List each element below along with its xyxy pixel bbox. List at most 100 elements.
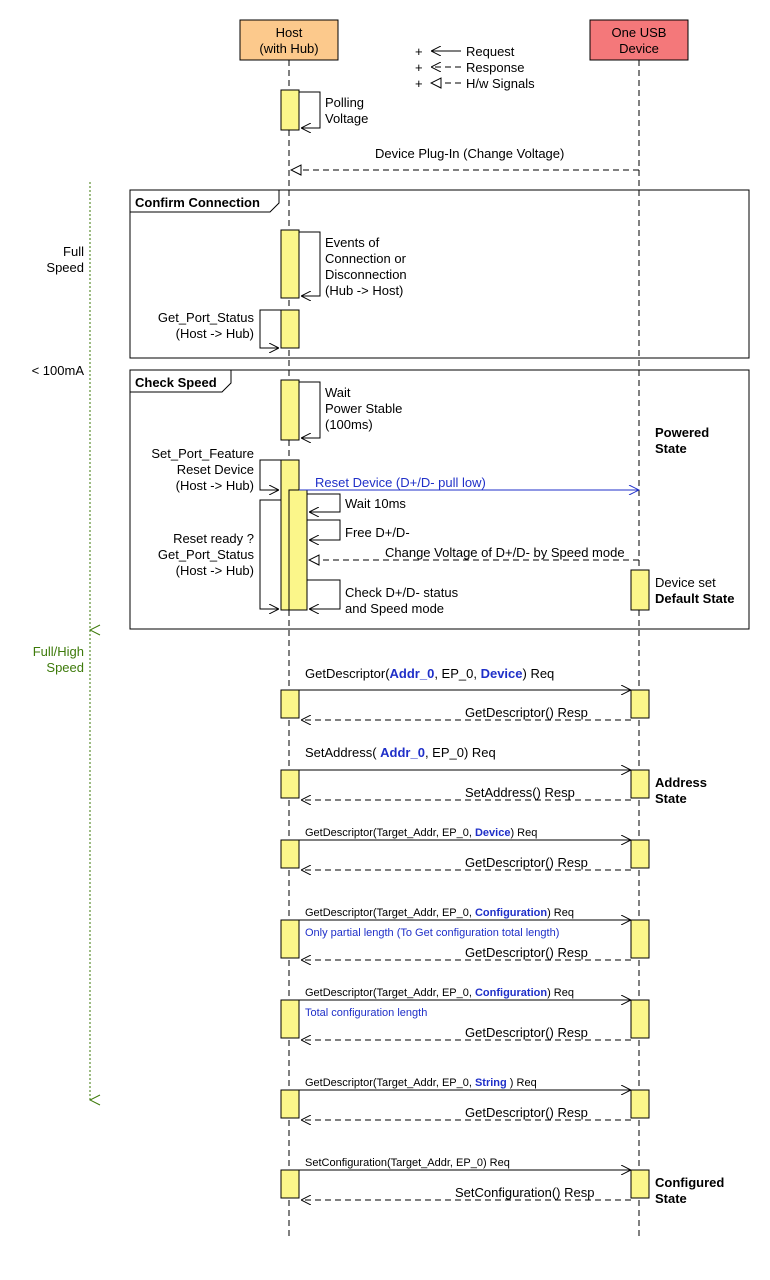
r5-label: GetDescriptor() Resp (465, 1025, 588, 1040)
activation-wait (280, 379, 300, 441)
host-box (239, 19, 339, 61)
m1-c: , EP_0, (434, 666, 480, 681)
legend-plus-2: + (415, 60, 423, 75)
m3-a: GetDescriptor(Target_Addr, EP_0, (305, 827, 475, 839)
svg-text:GetDescriptor(Addr_0, EP_0, D: GetDescriptor(Addr_0, EP_0, Device) Req (305, 666, 554, 681)
device-label-line1: One USB (612, 25, 667, 40)
powered-state-2: State (655, 441, 687, 456)
legend-response: Response (466, 60, 525, 75)
configured-state-2: State (655, 1191, 687, 1206)
spf-label-3: (Host -> Hub) (176, 478, 254, 493)
msg-getdescriptor-config-total: GetDescriptor(Target_Addr, EP_0, Configu… (280, 987, 650, 1040)
legend-plus-3: + (415, 76, 423, 91)
rr-label-1: Reset ready ? (173, 531, 254, 546)
events-label-3: Disconnection (325, 267, 407, 282)
fullhigh-label: Full/High (33, 644, 84, 659)
m1-host-activation (280, 689, 300, 719)
self-arrow-check (307, 579, 341, 609)
check-label-2: and Speed mode (345, 601, 444, 616)
m4-a: GetDescriptor(Target_Addr, EP_0, (305, 907, 475, 919)
reset-device-label: Reset Device (D+/D- pull low) (315, 475, 486, 490)
r3-label: GetDescriptor() Resp (465, 855, 588, 870)
m5-c: ) Req (547, 987, 574, 999)
host-label-line1: Host (276, 25, 303, 40)
wait-label-1: Wait (325, 385, 351, 400)
m3-c: ) Req (510, 827, 537, 839)
m1-b: Addr_0 (390, 666, 435, 681)
svg-text:GetDescriptor(Target_Addr, EP_: GetDescriptor(Target_Addr, EP_0, Device)… (305, 827, 537, 839)
full-label: Full (63, 244, 84, 259)
powered-state-1: Powered (655, 425, 709, 440)
spf-label-1: Set_Port_Feature (151, 446, 254, 461)
m3-b: Device (475, 827, 510, 839)
self-arrow-polling (299, 91, 321, 128)
m1-d: Device (481, 666, 523, 681)
m6-device-activation (630, 1089, 650, 1119)
self-arrow-get-port-status (259, 309, 281, 348)
configured-state-1: Configured (655, 1175, 724, 1190)
msg-setaddress: SetAddress( Addr_0, EP_0) Req SetAddress… (280, 745, 707, 806)
check-speed-title: Check Speed (135, 375, 217, 390)
wait-label-3: (100ms) (325, 417, 373, 432)
m4-device-activation (630, 919, 650, 959)
free-label: Free D+/D- (345, 525, 410, 540)
host-participant: Host (with Hub) (239, 19, 339, 61)
legend-plus-1: + (415, 44, 423, 59)
check-speed-tab (129, 369, 232, 393)
spf-label-2: Reset Device (177, 462, 254, 477)
m7-host-activation (280, 1169, 300, 1199)
msg-getdescriptor-device: GetDescriptor(Target_Addr, EP_0, Device)… (280, 827, 650, 870)
activation-polling (280, 89, 300, 131)
m6-a: GetDescriptor(Target_Addr, EP_0, (305, 1077, 475, 1089)
m2-a: SetAddress( (305, 745, 380, 760)
events-label-2: Connection or (325, 251, 407, 266)
m6-c: ) Req (507, 1077, 537, 1089)
svg-text:SetAddress( Addr_0, EP_0) Req: SetAddress( Addr_0, EP_0) Req (305, 745, 496, 760)
device-participant: One USB Device (589, 19, 689, 61)
m3-device-activation (630, 839, 650, 869)
self-arrow-wait10 (307, 493, 341, 512)
m5-b: Configuration (475, 987, 547, 999)
devset-label-2: Default State (655, 591, 734, 606)
gps-label-1: Get_Port_Status (158, 310, 255, 325)
m1-e: ) Req (523, 666, 555, 681)
n4-label: Only partial length (To Get configuratio… (305, 927, 559, 939)
m5-device-activation (630, 999, 650, 1039)
n5-label: Total configuration length (305, 1007, 427, 1019)
confirm-connection-title: Confirm Connection (135, 195, 260, 210)
current-label: < 100mA (32, 363, 85, 378)
address-state-2: State (655, 791, 687, 806)
msg-getdescriptor-config-partial: GetDescriptor(Target_Addr, EP_0, Configu… (280, 907, 650, 960)
legend: + Request + Response + H/w Signals (415, 44, 535, 91)
device-box (589, 19, 689, 61)
self-arrow-wait (299, 381, 321, 438)
gps-label-2: (Host -> Hub) (176, 326, 254, 341)
check-label-1: Check D+/D- status (345, 585, 459, 600)
legend-hw-signals: H/w Signals (466, 76, 535, 91)
speed2-label: Speed (46, 660, 84, 675)
r7-label: SetConfiguration() Resp (455, 1185, 594, 1200)
confirm-connection-frame (129, 189, 750, 359)
events-label-4: (Hub -> Host) (325, 283, 403, 298)
host-label-line2: (with Hub) (259, 41, 318, 56)
msg-getdescriptor-device-addr0: GetDescriptor(Addr_0, EP_0, Device) Req … (280, 666, 650, 720)
change-voltage-label: Change Voltage of D+/D- by Speed mode (385, 545, 625, 560)
plug-in-label: Device Plug-In (Change Voltage) (375, 146, 564, 161)
m1-device-activation (630, 689, 650, 719)
activation-events (280, 229, 300, 299)
self-arrow-reset-ready (259, 499, 281, 609)
polling-label-2: Voltage (325, 111, 368, 126)
m2-host-activation (280, 769, 300, 799)
m2-device-activation (630, 769, 650, 799)
m4-host-activation (280, 919, 300, 959)
m7-device-activation (630, 1169, 650, 1199)
confirm-connection-tab (129, 189, 280, 213)
devset-label-1: Device set (655, 575, 716, 590)
m7-label: SetConfiguration(Target_Addr, EP_0) Req (305, 1157, 510, 1169)
msg-getdescriptor-string: GetDescriptor(Target_Addr, EP_0, String … (280, 1077, 650, 1120)
r6-label: GetDescriptor() Resp (465, 1105, 588, 1120)
activation-device-default (630, 569, 650, 611)
activation-reset-nested (288, 489, 308, 611)
polling-label-1: Polling (325, 95, 364, 110)
msg-setconfiguration: SetConfiguration(Target_Addr, EP_0) Req … (280, 1157, 724, 1206)
